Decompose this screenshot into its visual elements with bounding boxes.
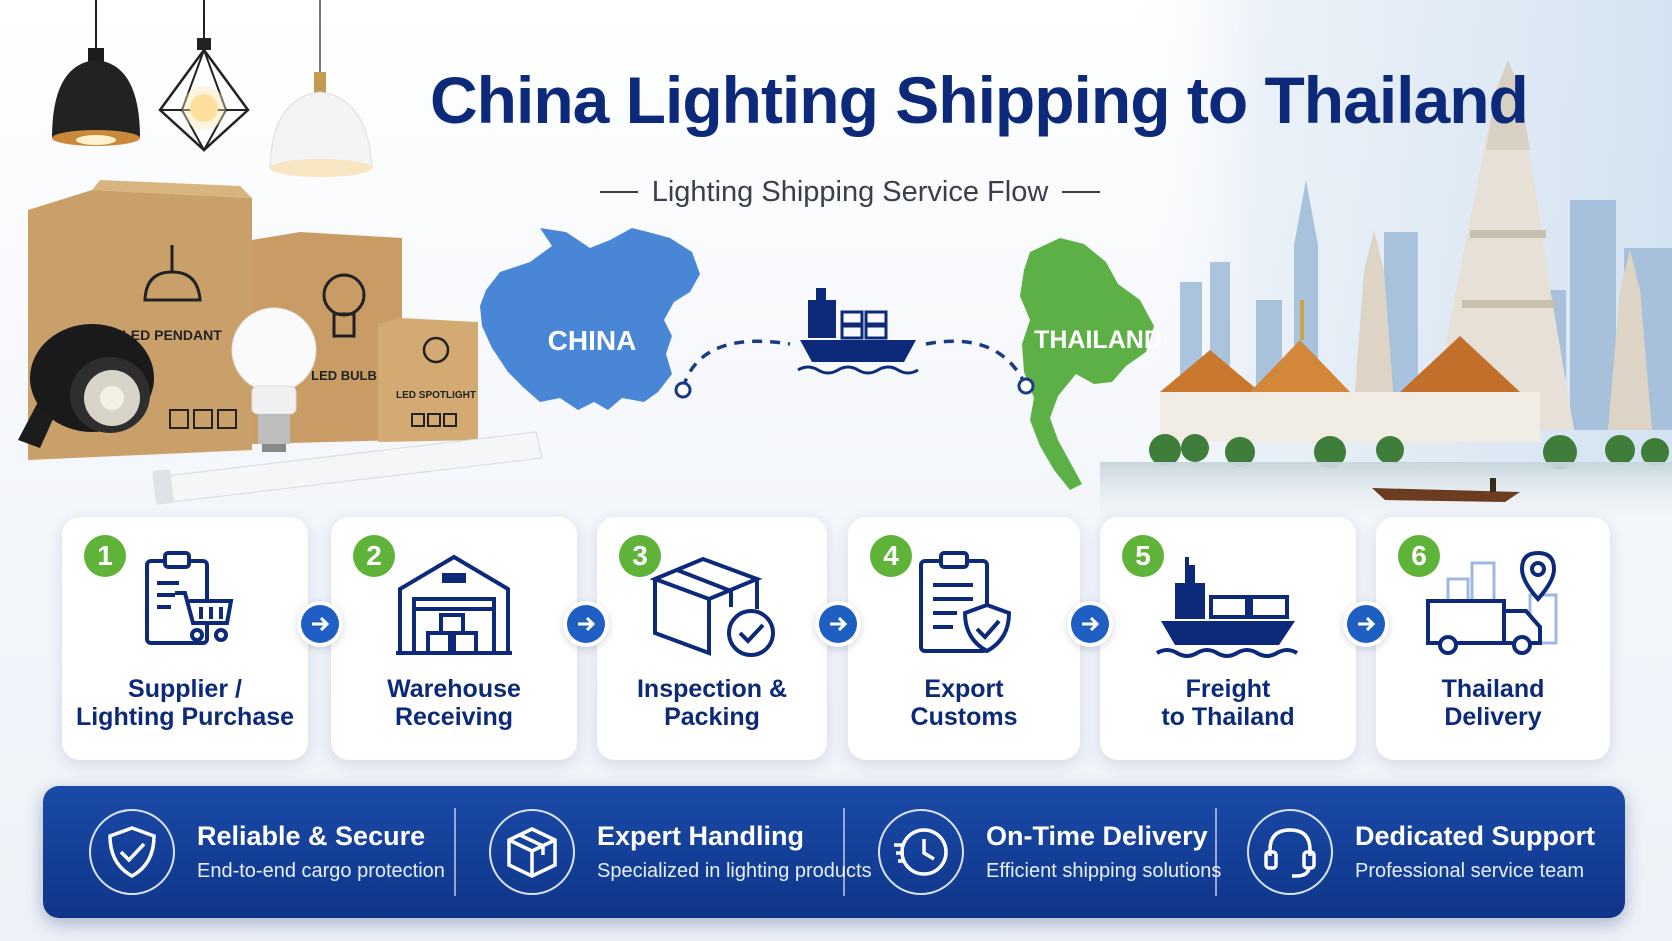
feature-title: Dedicated Support [1355,821,1596,851]
band-divider [1215,808,1217,896]
band-divider [454,808,456,896]
china-map [480,228,700,410]
feature-title: Reliable & Secure [197,821,426,851]
arrow-right-icon [830,616,848,632]
thailand-label: THAILAND [1034,326,1162,354]
step-card-2: 2 Warehouse Receiving [331,517,577,760]
feature-desc: Specialized in lighting products [597,860,872,882]
white-pendant-lamp-icon [269,0,373,177]
route-dashed-line [681,339,791,389]
step-label: Supplier / Lighting Purchase [75,675,295,731]
led-spotlight-box-label: LED SPOTLIGHT [396,390,476,401]
grand-palace [1160,300,1540,442]
feature-expert: Expert Handling Specialized in lighting … [489,786,872,918]
features-band: Reliable & Secure End-to-end cargo prote… [43,786,1625,918]
feature-on-time: On-Time Delivery Efficient shipping solu… [878,786,1221,918]
band-divider [843,808,845,896]
warehouse-icon [396,554,512,655]
spotlight-product-icon [18,324,154,448]
arrow-right-icon [1082,616,1100,632]
step-label: Warehouse Receiving [387,675,521,731]
route-origin-dot [674,381,692,399]
step-number-badge: 3 [619,535,661,577]
step-number-badge: 5 [1122,535,1164,577]
page-title: China Lighting Shipping to Thailand [430,63,1529,137]
step-card-5: 5 Freight to Thailand [1100,517,1356,760]
step-label: Freight to Thailand [1161,675,1295,731]
china-label: CHINA [548,325,637,356]
cage-pendant-lamp-icon [158,0,250,153]
feature-desc: Efficient shipping solutions [986,860,1222,882]
step-card-4: 4 Export Customs [848,517,1080,760]
step-arrow-1 [297,601,343,647]
clipboard-shield-icon [919,551,1012,654]
route-ship-icon [797,288,919,375]
shield-check-icon [89,809,175,895]
subtitle-row: Lighting Shipping Service Flow [600,172,1100,212]
feature-desc: Professional service team [1355,860,1584,882]
subtitle: Lighting Shipping Service Flow [651,175,1049,208]
longtail-boat [1372,478,1520,502]
black-pendant-lamp-icon [52,0,140,146]
trees [1149,434,1669,469]
step-label: Export Customs [910,675,1018,731]
subtitle-rule-right [1062,191,1100,193]
arrow-right-icon [1358,616,1376,632]
step-card-1: 1 Supplier / Lighting Purchase [62,517,308,760]
feature-title: On-Time Delivery [986,821,1208,851]
arrow-right-icon [578,616,596,632]
cargo-ship-icon [1155,557,1299,658]
shipping-route-map: CHINA THAILAND [480,228,1162,490]
arrow-right-icon [312,616,330,632]
led-tube-product-icon [152,431,543,505]
clipboard-cart-icon [145,551,234,645]
step-number-badge: 6 [1398,535,1440,577]
led-pendant-box-label: LED PENDANT [122,327,222,343]
led-spotlight-box: LED SPOTLIGHT [378,318,478,442]
step-card-3: 3 Inspection & Packing [597,517,827,760]
thailand-map [1020,238,1154,490]
step-arrow-2 [563,601,609,647]
feature-desc: End-to-end cargo protection [197,860,445,882]
step-arrow-4 [1067,601,1113,647]
led-bulb-box-label: LED BULB [311,368,377,383]
feature-reliable: Reliable & Secure End-to-end cargo prote… [89,786,445,918]
step-card-6: 6 Thailand Delivery [1376,517,1610,760]
step-number-badge: 2 [353,535,395,577]
step-arrow-5 [1343,601,1389,647]
step-number-badge: 1 [84,535,126,577]
lighting-products-illustration: LED PENDANT LED BULB LED SPOTLIGHT [18,0,543,505]
step-number-badge: 4 [870,535,912,577]
step-label: Thailand Delivery [1441,675,1545,731]
step-label: Inspection & Packing [636,675,787,731]
subtitle-rule-left [600,191,638,193]
delivery-truck-icon [1426,550,1558,655]
box-check-icon [649,556,775,657]
clock-speed-icon [878,809,964,895]
package-icon [489,809,575,895]
feature-title: Expert Handling [597,821,805,851]
feature-support: Dedicated Support Professional service t… [1247,786,1595,918]
headset-icon [1247,809,1333,895]
route-destination-dot [1017,377,1035,395]
skyscrapers [1180,180,1672,432]
led-bulb-product-icon [231,307,317,452]
step-arrow-3 [815,601,861,647]
